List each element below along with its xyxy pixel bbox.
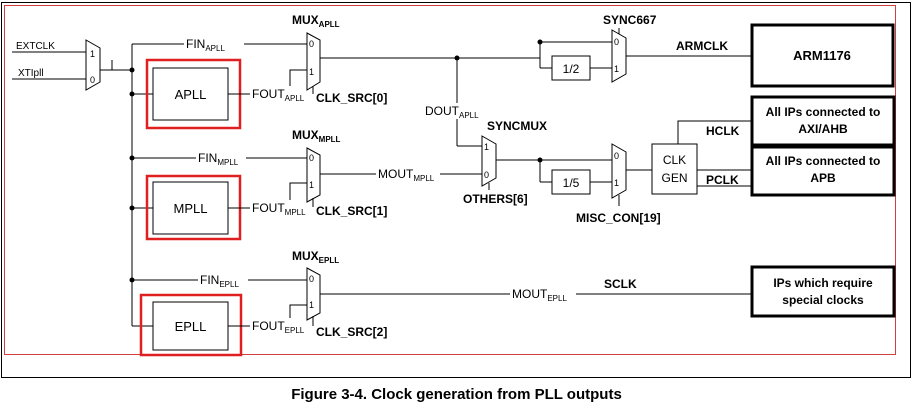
axi-line1: All IPs connected to [766, 105, 881, 119]
svg-text:1: 1 [309, 67, 314, 77]
input-mux-in0: 0 [90, 75, 95, 85]
sync667-mux [611, 29, 627, 83]
epll-box [152, 301, 229, 351]
svg-text:1: 1 [614, 64, 619, 74]
mux-epll-title: MUXEPLL [292, 249, 339, 265]
others-label: OTHERS[6] [463, 192, 528, 206]
apb-line1: All IPs connected to [766, 154, 881, 168]
sync667-label: SYNC667 [603, 13, 657, 27]
clock-diagram: EXTCLK XTIpll 1 0 FINAPLL FINMPLL FINEPL… [1, 2, 911, 378]
misc-con-mux [611, 143, 627, 199]
apll-box [152, 67, 229, 121]
apll-label: APLL [175, 87, 207, 102]
clk-src0-label: CLK_SRC[0] [316, 91, 387, 105]
syncmux-mux [481, 135, 497, 187]
apb-line2: APB [810, 171, 836, 185]
mout-epll-label: MOUTEPLL [512, 287, 567, 303]
svg-text:1: 1 [309, 180, 314, 190]
epll-label: EPLL [175, 319, 207, 334]
hclk-label: HCLK [706, 124, 740, 138]
div-fifth-label: 1/5 [563, 176, 580, 190]
svg-text:1: 1 [309, 300, 314, 310]
clk-gen-line2: GEN [661, 171, 687, 185]
fout-apll-label: FOUTAPLL [252, 87, 305, 103]
clk-gen-line1: CLK [663, 153, 686, 167]
fin-mpll-label: FINMPLL [198, 151, 239, 167]
svg-text:0: 0 [309, 274, 314, 284]
special-line1: IPs which require [773, 276, 873, 290]
mux-mpll-title: MUXMPLL [292, 128, 341, 144]
svg-text:0: 0 [484, 170, 489, 180]
armclk-label: ARMCLK [676, 39, 728, 53]
sclk-label: SCLK [604, 277, 637, 291]
epll-highlight [139, 293, 243, 357]
svg-text:0: 0 [614, 37, 619, 47]
svg-text:1: 1 [614, 178, 619, 188]
fout-mpll-label: FOUTMPLL [252, 201, 306, 217]
mout-mpll-label: MOUTMPLL [378, 167, 435, 183]
clk-src1-label: CLK_SRC[1] [316, 204, 387, 218]
mux-apll [306, 32, 321, 91]
svg-text:0: 0 [309, 39, 314, 49]
pclk-label: PCLK [706, 173, 739, 187]
div-half-label: 1/2 [563, 62, 580, 76]
extclk-label: EXTCLK [16, 41, 55, 52]
apb-box [750, 145, 896, 197]
input-mux [85, 39, 101, 91]
mux-epll [306, 267, 321, 321]
arm1176-label: ARM1176 [793, 48, 851, 63]
svg-text:0: 0 [309, 153, 314, 163]
mpll-label: MPLL [174, 201, 208, 216]
div-fifth-box [551, 169, 591, 195]
dout-apll-label: DOUTAPLL [425, 104, 479, 120]
fin-epll-label: FINEPLL [200, 273, 239, 289]
special-clocks-box [750, 265, 896, 318]
clk-src2-label: CLK_SRC[2] [316, 325, 387, 339]
div-half-box [551, 55, 591, 81]
outer-frame [1, 2, 911, 378]
xtipll-label: XTIpll [18, 68, 44, 79]
svg-text:0: 0 [614, 151, 619, 161]
syncmux-label: SYNCMUX [487, 119, 547, 133]
misc-con-label: MISC_CON[19] [576, 211, 661, 225]
figure-caption: Figure 3-4. Clock generation from PLL ou… [291, 386, 622, 403]
input-mux-in1: 1 [90, 49, 95, 59]
special-line2: special clocks [782, 293, 864, 307]
clk-gen-box [651, 143, 698, 195]
axi-line2: AXI/AHB [798, 122, 848, 136]
fin-apll-label: FINAPLL [186, 37, 225, 53]
mux-apll-title: MUXAPLL [292, 13, 340, 29]
fout-epll-label: FOUTEPLL [252, 319, 305, 335]
mux-mpll [306, 147, 321, 203]
svg-text:1: 1 [484, 142, 489, 152]
arm1176-box [750, 23, 895, 88]
axi-ahb-box [750, 95, 896, 147]
